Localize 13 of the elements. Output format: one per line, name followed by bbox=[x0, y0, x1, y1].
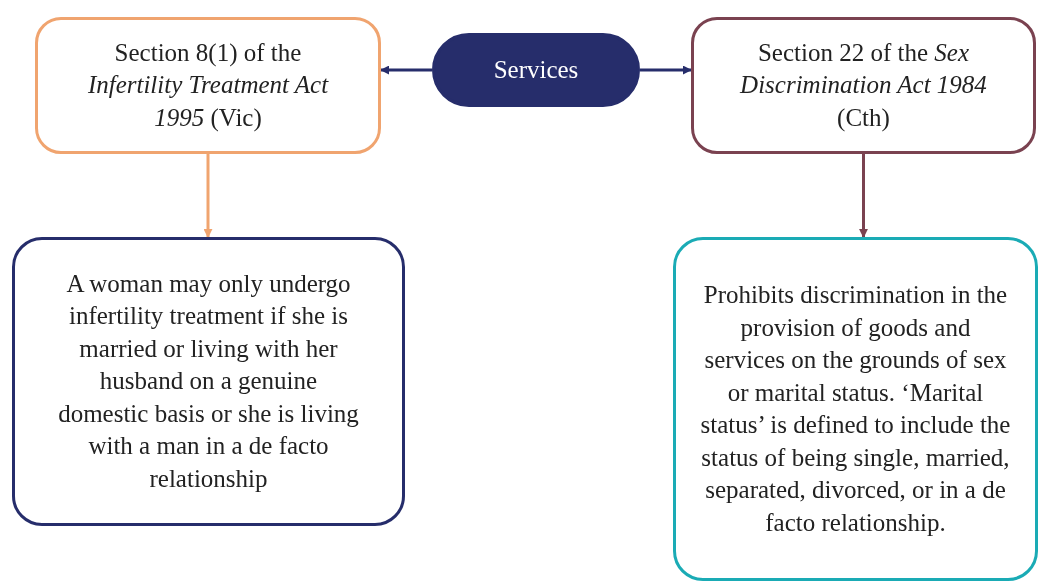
node-text: Prohibits discrimination in the provision of goods and services on the grounds of sex or marital status. ‘Marital status’ is defined to include the status of being single, married, separated, divorced, or in a de facto relationship. bbox=[699, 280, 1012, 538]
summary-box bbox=[12, 237, 405, 526]
node-text: A woman may only undergo infertility treatment if she is married or living with her husband on a genuine domestic basis or she is living with a man in a de facto relationship bbox=[57, 268, 360, 494]
law-section-box bbox=[691, 17, 1036, 154]
arrow bbox=[203, 154, 213, 238]
node-text: Section 8(1) of the Infertility Treatment Act 1995 (Vic) bbox=[86, 37, 330, 134]
arrow bbox=[859, 154, 868, 238]
law-section-box bbox=[35, 17, 381, 154]
node-text: Services bbox=[493, 54, 579, 85]
arrow bbox=[640, 65, 692, 75]
node-text: Section 22 of the Sex Discrimination Act 1984 (Cth) bbox=[740, 37, 987, 134]
arrow bbox=[380, 65, 432, 75]
summary-box bbox=[673, 237, 1038, 581]
